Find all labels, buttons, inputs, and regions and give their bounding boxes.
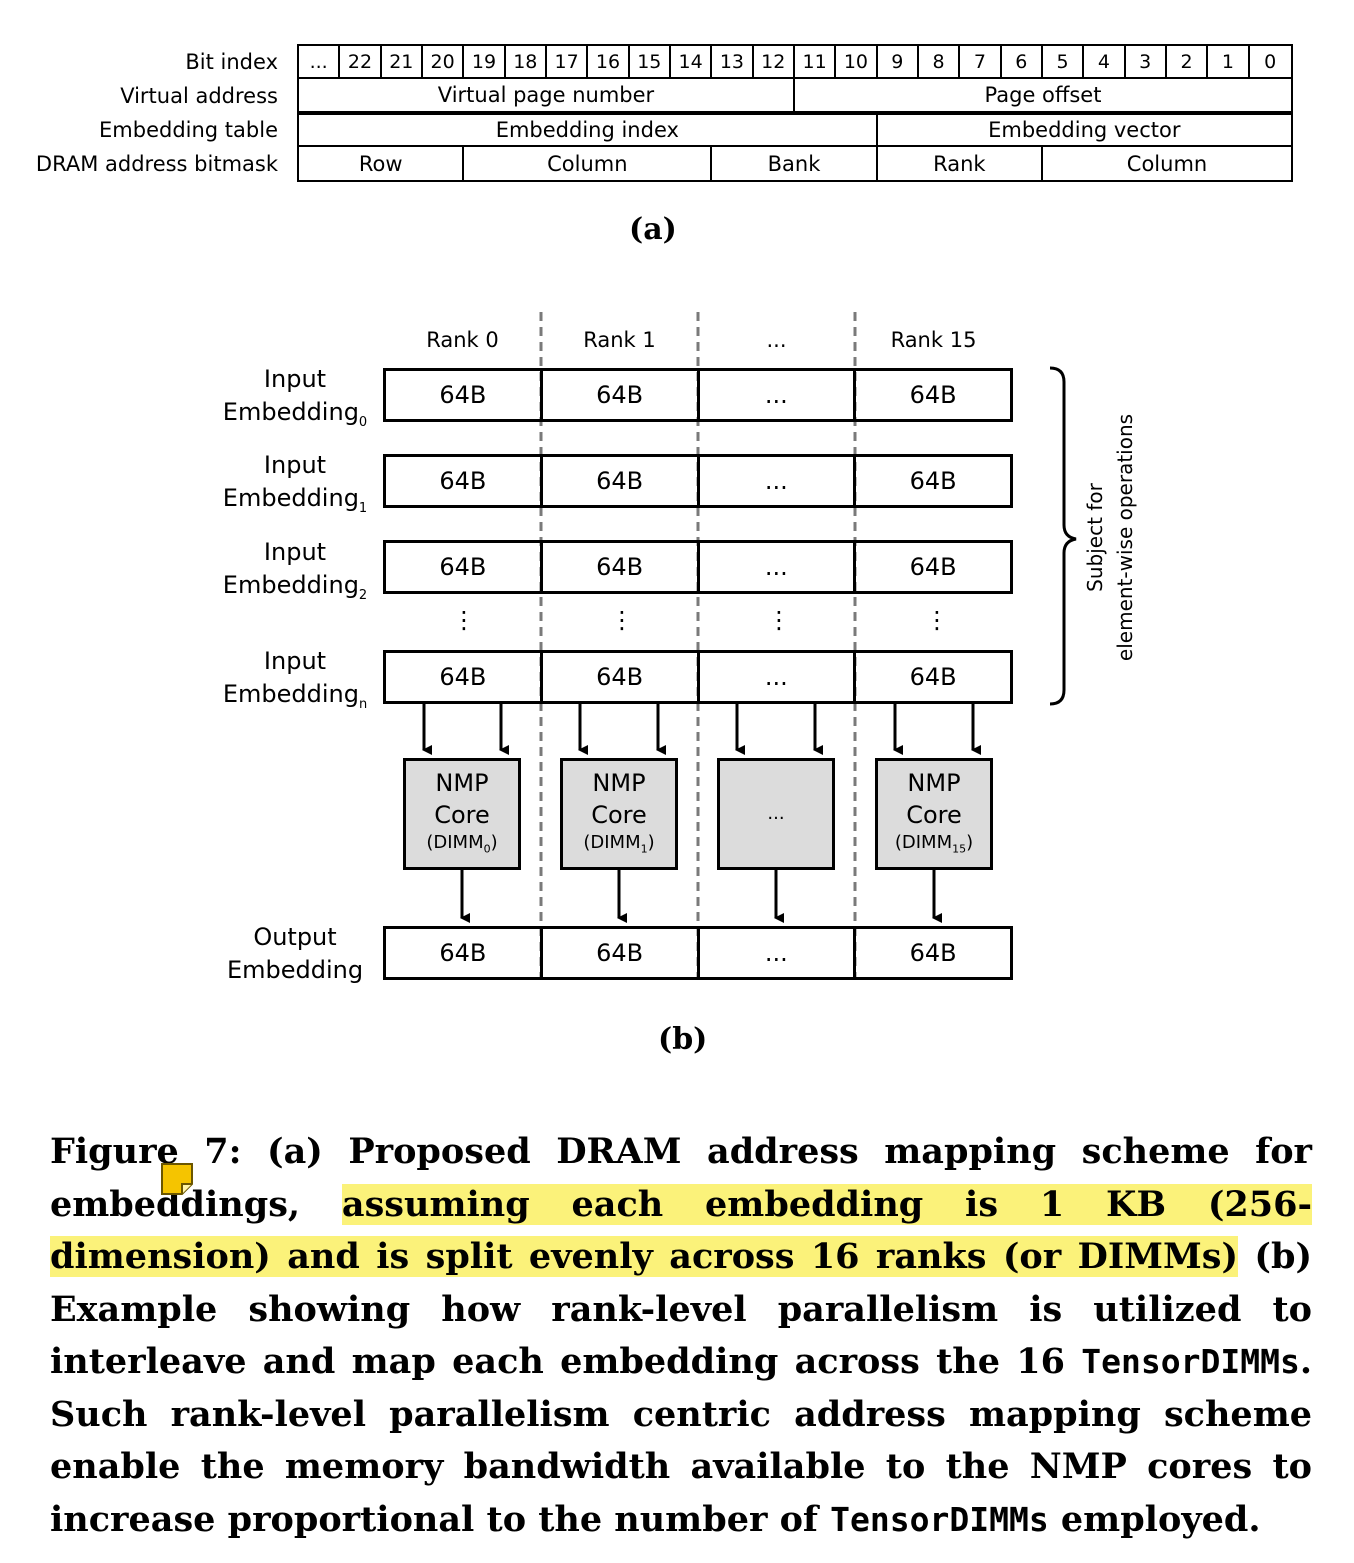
emb-cell: 64B xyxy=(386,543,543,591)
output-embedding-label: Output Embedding xyxy=(226,923,364,984)
emb-cell: 64B xyxy=(909,381,957,409)
bit-cell: 0 xyxy=(1264,50,1277,73)
bit-cell: 2 xyxy=(1167,46,1209,77)
nmp-core-0: NMP Core (DIMM0) xyxy=(403,758,521,870)
input-embedding-1-label: Input Embedding1 xyxy=(222,451,368,516)
row-label-dram-bitmask: DRAM address bitmask xyxy=(35,152,278,176)
emb-cell: 64B xyxy=(543,653,700,701)
emb-cell: 64B xyxy=(909,553,957,581)
emb-cell-ellipsis: ... xyxy=(700,929,857,977)
vertical-dots: ⋮ xyxy=(925,606,949,634)
bit-cell: 7 xyxy=(960,46,1002,77)
emb-cell-ellipsis: ... xyxy=(700,371,857,419)
nmp-core-1: NMP Core (DIMM1) xyxy=(560,758,678,870)
rank-header-0: Rank 0 xyxy=(426,328,499,352)
bit-cell: 1 xyxy=(1208,46,1250,77)
rank-header-ellipsis: ... xyxy=(766,328,787,352)
emb-cell: 64B xyxy=(909,663,957,691)
input-embedding-2-label: Input Embedding2 xyxy=(222,538,368,603)
bit-cell: 19 xyxy=(464,46,506,77)
row-label-embedding-table: Embedding table xyxy=(99,118,278,142)
virtual-address-row: Virtual page number Page offset xyxy=(297,79,1293,113)
bit-cell: 14 xyxy=(671,46,713,77)
emb-cell: 64B xyxy=(386,653,543,701)
vertical-dots: ⋮ xyxy=(767,606,791,634)
emb-cell: 64B xyxy=(386,371,543,419)
right-brace xyxy=(1049,366,1077,706)
emb-cell-ellipsis: ... xyxy=(700,457,857,505)
emb-cell: 64B xyxy=(543,371,700,419)
bit-cell: 18 xyxy=(506,46,547,77)
embedding-vector-cell: Embedding vector xyxy=(988,118,1181,142)
caption-text-2: (b) Example showing how rank-level paral… xyxy=(50,1236,1313,1382)
input-embedding-0-row: 64B 64B ... 64B xyxy=(383,368,1013,422)
bit-cell: 20 xyxy=(423,46,465,77)
emb-cell: 64B xyxy=(909,467,957,495)
emb-cell: 64B xyxy=(543,457,700,505)
bit-cell: 5 xyxy=(1043,46,1085,77)
vertical-dots: ⋮ xyxy=(610,606,634,634)
bit-cell: 21 xyxy=(382,46,423,77)
dram-rank-cell: Rank xyxy=(878,147,1044,180)
bit-cell: 11 xyxy=(795,46,837,77)
caption-text-3: . Such rank-level parallelism centric ad… xyxy=(50,1341,1312,1540)
bit-cell: 22 xyxy=(340,46,382,77)
figure-caption: Figure 7: (a) Proposed DRAM address mapp… xyxy=(50,1126,1313,1546)
caption-mono-2: TensorDIMMs xyxy=(830,1499,1049,1539)
input-embedding-0-label: Input Embedding0 xyxy=(222,365,368,430)
brace-annotation: Subject for element-wise operations xyxy=(1083,413,1137,662)
embedding-table-row: Embedding index Embedding vector xyxy=(297,113,1293,147)
emb-cell: 64B xyxy=(386,457,543,505)
emb-cell-ellipsis: ... xyxy=(700,543,857,591)
caption-text-4: employed. xyxy=(1048,1498,1261,1540)
dram-row-cell: Row xyxy=(299,147,465,180)
row-label-virtual-address: Virtual address xyxy=(120,84,278,108)
emb-cell: 64B xyxy=(543,543,700,591)
rank-header-1: Rank 1 xyxy=(583,328,656,352)
diagram-lines xyxy=(422,312,1077,980)
nmp-core-15: NMP Core (DIMM15) xyxy=(875,758,993,870)
bit-cell: 13 xyxy=(712,46,754,77)
bit-cell: 10 xyxy=(836,46,878,77)
subfigure-label-a: (a) xyxy=(629,212,677,247)
input-embedding-1-row: 64B 64B ... 64B xyxy=(383,454,1013,508)
dram-column-cell: Column xyxy=(464,147,713,180)
input-embedding-n-label: Input Embeddingn xyxy=(222,647,368,712)
bit-cell: 12 xyxy=(754,46,795,77)
row-label-bit-index: Bit index xyxy=(185,50,278,74)
virtual-page-number-cell: Virtual page number xyxy=(299,79,795,111)
emb-cell-ellipsis: ... xyxy=(700,653,857,701)
bit-cell: 15 xyxy=(630,46,671,77)
bit-cell: 6 xyxy=(1002,46,1043,77)
bit-cell: 8 xyxy=(919,46,961,77)
emb-cell: 64B xyxy=(543,929,700,977)
subfigure-label-b: (b) xyxy=(658,1022,708,1057)
bit-cell: 4 xyxy=(1084,46,1126,77)
dram-bitmask-row: Row Column Bank Rank Column xyxy=(297,147,1293,182)
bit-cell: 9 xyxy=(878,46,919,77)
nmp-core-ellipsis: ... xyxy=(717,758,835,870)
input-embedding-2-row: 64B 64B ... 64B xyxy=(383,540,1013,594)
emb-cell: 64B xyxy=(386,929,543,977)
bit-cell: ... xyxy=(299,46,341,77)
bit-cell: 16 xyxy=(588,46,630,77)
caption-mono-1: TensorDIMMs xyxy=(1081,1342,1300,1381)
output-embedding-row: 64B 64B ... 64B xyxy=(383,926,1013,980)
sticky-note-icon[interactable] xyxy=(160,1162,194,1196)
emb-cell: 64B xyxy=(909,939,957,967)
vertical-dots: ⋮ xyxy=(452,606,476,634)
embedding-index-cell: Embedding index xyxy=(299,115,878,145)
bit-cell: 3 xyxy=(1126,46,1167,77)
bit-cell: 17 xyxy=(547,46,589,77)
input-embedding-n-row: 64B 64B ... 64B xyxy=(383,650,1013,704)
dram-bank-cell: Bank xyxy=(712,147,878,180)
page-offset-cell: Page offset xyxy=(984,83,1102,107)
caption-text-1: Figure 7: (a) Proposed DRAM address mapp… xyxy=(50,1131,1312,1225)
dram-column-cell-2: Column xyxy=(1126,151,1208,176)
rank-header-15: Rank 15 xyxy=(890,328,977,352)
